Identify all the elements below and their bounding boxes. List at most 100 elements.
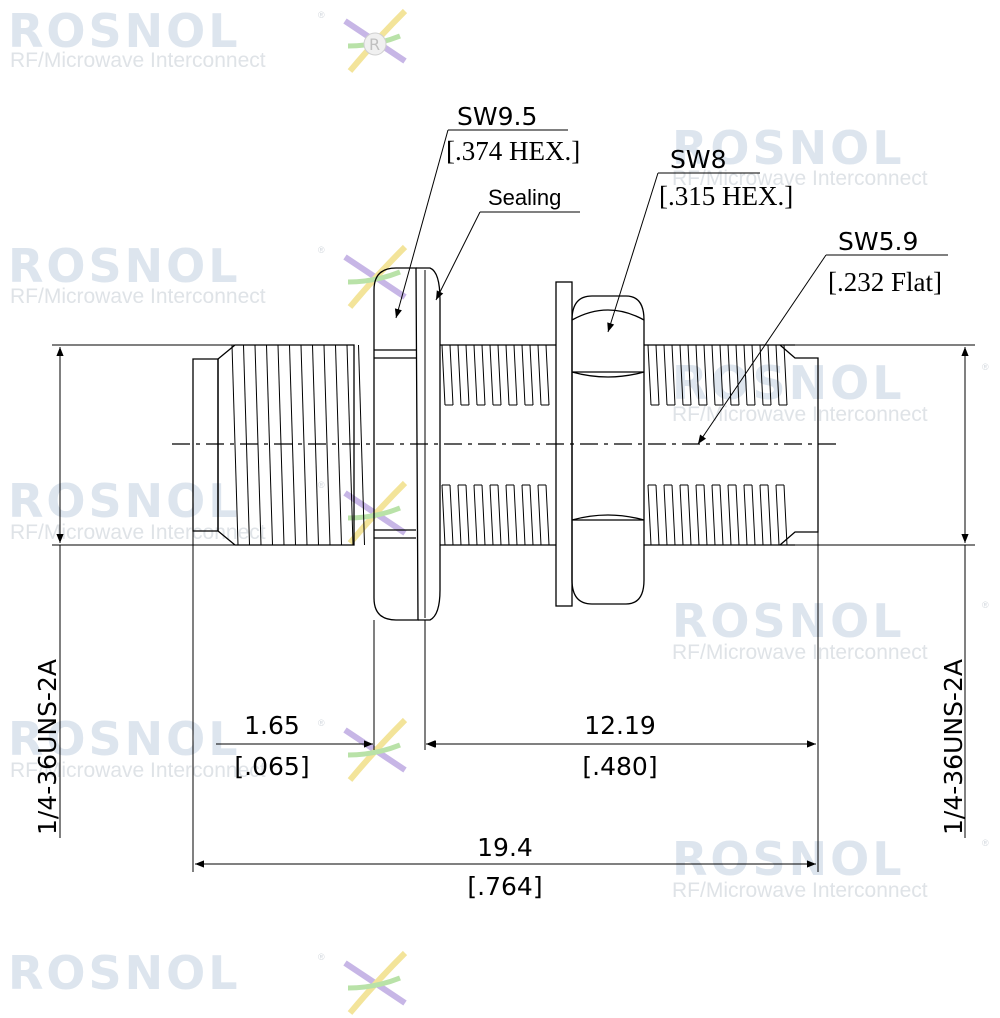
overall-length-inch: [.764] — [467, 872, 542, 901]
thread-tooth — [727, 344, 740, 406]
watermark-brand: ROSNOL — [672, 832, 905, 886]
sealing-label: Sealing — [488, 185, 561, 210]
thread-root-line — [358, 344, 365, 546]
large-hex-callout: SW9.5 [.374 HEX.] — [394, 102, 580, 319]
thread-root-line — [335, 344, 342, 546]
thread-tooth — [711, 344, 724, 406]
registered-mark: ® — [318, 952, 325, 962]
small-hex-size: SW8 — [670, 145, 727, 174]
thread-tooth — [537, 484, 550, 546]
thread-tooth — [647, 344, 660, 406]
registered-mark: ® — [318, 10, 325, 20]
rear-length-mm: 12.19 — [584, 711, 656, 740]
rear-length-dimension: 12.19 [.480] — [427, 711, 816, 781]
thread-tooth — [489, 484, 502, 546]
watermark-tagline: RF/Microwave Interconnect — [672, 403, 928, 426]
thread-tooth — [759, 344, 772, 406]
right-thread-spec: 1/4-36UNS-2A — [939, 659, 968, 835]
watermark-brand: ROSNOL — [8, 239, 241, 293]
flat-inch: [.232 Flat] — [828, 267, 942, 297]
watermark-brand: ROSNOL — [8, 712, 241, 766]
thread-tooth — [727, 484, 740, 546]
flat-size: SW5.9 — [838, 227, 918, 256]
thread-tooth — [441, 484, 454, 546]
thread-tooth — [505, 344, 518, 406]
thread-tooth — [743, 484, 756, 546]
left-thread-dimension: 1/4-36UNS-2A — [33, 344, 235, 838]
watermark-brand: ROSNOL — [8, 4, 241, 58]
flange-mm: 1.65 — [244, 711, 300, 740]
flat-callout: SW5.9 [.232 Flat] — [697, 227, 948, 445]
thread-tooth — [521, 484, 534, 546]
rear-length-inch: [.480] — [582, 752, 657, 781]
front-body-threads — [192, 344, 365, 546]
thread-tooth — [743, 344, 756, 406]
sealing-callout: Sealing — [435, 185, 580, 301]
thread-tooth — [711, 484, 724, 546]
registered-mark: ® — [982, 838, 989, 848]
thread-tooth — [441, 344, 454, 406]
thread-tooth — [695, 344, 708, 406]
flange-dimension: 1.65 [.065] — [216, 711, 455, 781]
watermark-brand: ROSNOL — [8, 474, 241, 528]
small-hex-inch: [.315 HEX.] — [659, 181, 793, 211]
thread-tooth — [473, 484, 486, 546]
thread-tooth — [457, 484, 470, 546]
middle-body-threads — [440, 344, 556, 546]
thread-tooth — [695, 484, 708, 546]
thread-tooth — [775, 344, 788, 406]
thread-tooth — [759, 484, 772, 546]
thread-tooth — [679, 484, 692, 546]
thread-tooth — [521, 344, 534, 406]
thread-root-line — [289, 344, 296, 546]
small-hex-callout: SW8 [.315 HEX.] — [607, 145, 793, 333]
flange-inch: [.065] — [234, 752, 309, 781]
thread-tooth — [679, 344, 692, 406]
watermark-tagline: RF/Microwave Interconnect — [10, 759, 266, 782]
registered-mark: ® — [318, 245, 325, 255]
watermark-brand: ROSNOL — [672, 594, 905, 648]
registered-mark: ® — [982, 600, 989, 610]
thread-tooth — [663, 344, 676, 406]
large-hex-size: SW9.5 — [457, 102, 537, 131]
large-hex-inch: [.374 HEX.] — [446, 136, 580, 166]
thread-crest-line — [346, 344, 354, 546]
rear-body-threads — [644, 344, 819, 546]
svg-text:R: R — [369, 35, 380, 54]
watermark-tagline: RF/Microwave Interconnect — [10, 521, 266, 544]
thread-crest-line — [277, 344, 285, 546]
watermark-tagline: RF/Microwave Interconnect — [10, 285, 266, 308]
right-thread-dimension: 1/4-36UNS-2A — [780, 344, 975, 838]
thread-root-line — [312, 344, 319, 546]
watermark-brand: ROSNOL — [8, 946, 241, 1000]
rosnol-star-logo-icon — [343, 717, 408, 782]
thread-tooth — [537, 344, 550, 406]
thread-root-line — [243, 344, 250, 546]
thread-tooth — [775, 484, 788, 546]
registered-mark: ® — [982, 362, 989, 372]
registered-mark: ® — [318, 718, 325, 728]
watermark-brand: ROSNOL — [672, 121, 905, 175]
thread-crest-line — [300, 344, 308, 546]
large-hex-nut — [373, 267, 441, 621]
thread-tooth — [489, 344, 502, 406]
overall-length-mm: 19.4 — [477, 833, 533, 862]
rosnol-star-logo-icon: R — [343, 8, 408, 73]
thread-tooth — [505, 484, 518, 546]
registered-mark: ® — [318, 480, 325, 490]
thread-tooth — [663, 484, 676, 546]
left-thread-spec: 1/4-36UNS-2A — [33, 659, 62, 835]
thread-tooth — [457, 344, 470, 406]
watermark-tagline: RF/Microwave Interconnect — [672, 641, 928, 664]
thread-crest-line — [254, 344, 262, 546]
overall-length-dimension: 19.4 [.764] — [195, 833, 816, 901]
thread-root-line — [266, 344, 273, 546]
small-hex-nut — [571, 295, 645, 605]
watermark-tagline: RF/Microwave Interconnect — [672, 879, 928, 902]
watermark-tagline: RF/Microwave Interconnect — [10, 49, 266, 72]
thread-tooth — [647, 484, 660, 546]
thread-tooth — [473, 344, 486, 406]
thread-crest-line — [323, 344, 331, 546]
thread-crest-line — [231, 344, 239, 546]
